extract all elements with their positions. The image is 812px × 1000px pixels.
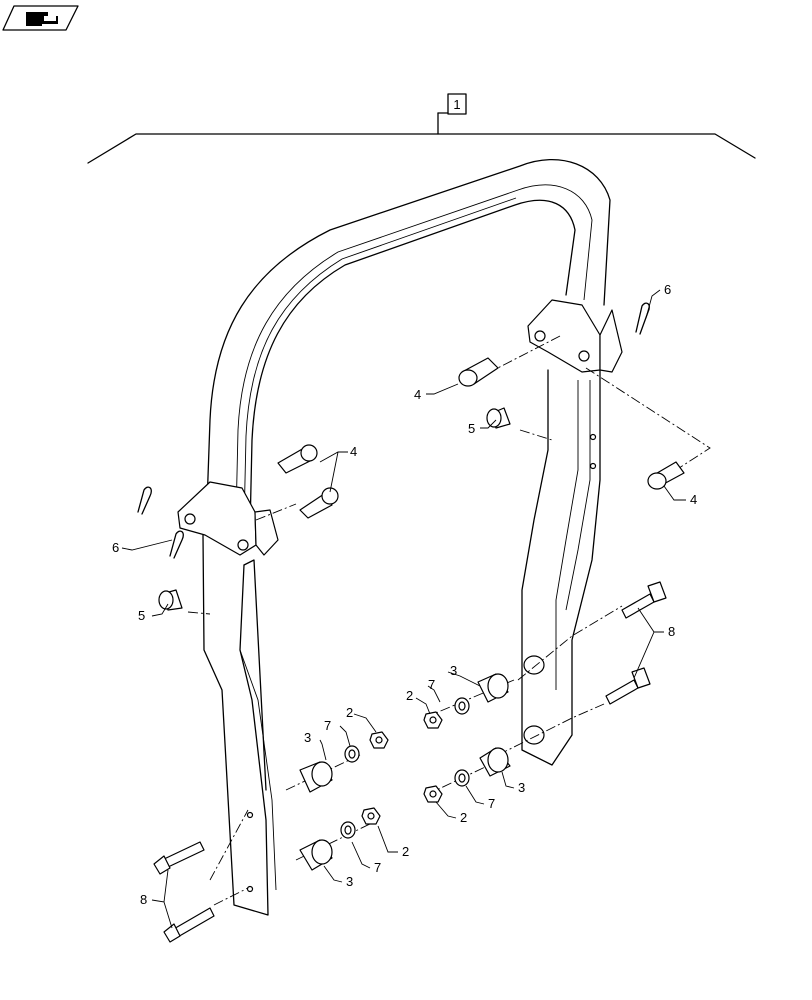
callout-7: 7 [488,796,495,811]
pin-5-left [158,589,183,611]
clip-6-left-upper [137,486,152,515]
assembly-label: 1 [453,97,460,112]
callout-5: 5 [468,421,475,436]
callout-6: 6 [112,540,119,555]
washer-7-left-lower [340,821,356,839]
bolt-4-left-upper [277,444,318,474]
hand-pointer-icon [26,12,58,26]
callout-4: 4 [690,492,697,507]
spacer-3-right-lower [479,747,511,777]
nut-2-left-upper [369,731,389,749]
clip-6-right [635,302,650,335]
callout-6: 6 [664,282,671,297]
assembly-bracket: 1 [87,93,756,164]
washer-7-right-lower [454,769,470,787]
nav-icon-button[interactable] [2,5,79,31]
callout-2: 2 [402,844,409,859]
callout-2: 2 [346,705,353,720]
callout-2: 2 [460,810,467,825]
bolt-4-right-lower [647,461,685,490]
nut-2-right-lower [423,785,443,803]
callout-3: 3 [518,780,525,795]
bolt-8-right-lower [605,667,651,705]
callout-3: 3 [346,874,353,889]
callout-3: 3 [450,663,457,678]
pin-5-right [486,407,511,429]
roll-bar-frame [177,158,623,916]
callout-2: 2 [406,688,413,703]
washer-7-right-upper [454,697,470,715]
callout-leaders [121,289,686,929]
callout-4: 4 [414,387,421,402]
callout-8: 8 [140,892,147,907]
assembly-label-box [447,93,467,115]
callout-7: 7 [428,677,435,692]
spacer-3-left-lower [299,839,333,871]
callout-3: 3 [304,730,311,745]
nut-2-left-lower [361,807,381,825]
nut-2-right-upper [423,711,443,729]
bolt-8-left-upper [153,841,205,875]
callout-8: 8 [668,624,675,639]
washer-7-left-upper [344,745,360,763]
bolt-8-left-lower [163,907,215,943]
clip-6-left-lower [169,530,184,559]
callout-labels: 6 4 5 4 4 6 5 8 3 7 2 2 7 3 3 7 2 2 7 3 … [112,282,697,907]
bolt-4-left-lower [299,487,339,519]
spacer-3-right-upper [477,673,509,703]
bolt-4-right-upper [458,357,499,387]
callout-7: 7 [324,718,331,733]
callout-5: 5 [138,608,145,623]
callout-7: 7 [374,860,381,875]
bolt-8-right-upper [621,581,667,619]
callout-4: 4 [350,444,357,459]
spacer-3-left-upper [299,761,333,793]
